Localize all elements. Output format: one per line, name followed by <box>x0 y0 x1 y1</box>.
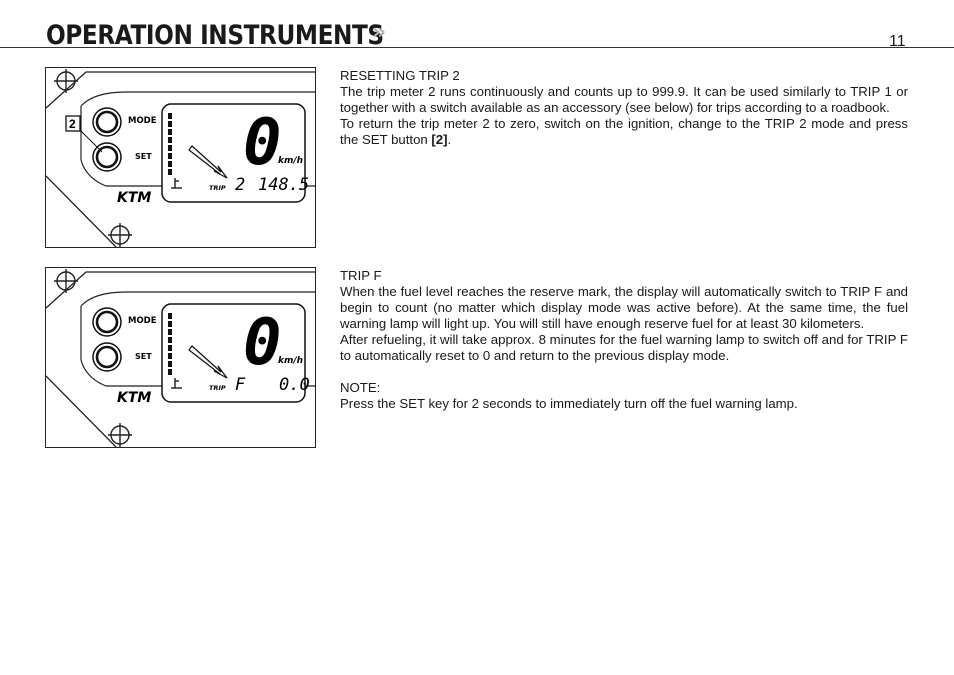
screw-icon <box>54 269 78 293</box>
paragraph: After refueling, it will take approx. 8 … <box>340 332 908 363</box>
housing-outline-top <box>46 271 315 309</box>
section-trip-f: TRIP F When the fuel level reaches the r… <box>340 268 908 412</box>
trip-value: 0.0 <box>279 375 310 395</box>
panel-edge <box>80 291 315 307</box>
speed-readout: 0 <box>243 106 282 180</box>
figure-trip2-display: MODE SET 2 0 km/h TRIP 2 148.5 KTM <box>45 67 316 248</box>
figure-reference: [2] <box>431 132 448 147</box>
lcd-frame <box>161 303 306 403</box>
instrument-cluster-illustration: MODE SET 2 0 km/h TRIP 2 148.5 KTM <box>46 69 315 247</box>
temperature-icon <box>171 378 182 389</box>
screw-icon <box>54 69 78 93</box>
callout-box <box>65 115 81 132</box>
screw-icon <box>108 223 132 247</box>
speed-readout: 0 <box>243 306 282 380</box>
housing-outline-bottom <box>46 175 117 247</box>
set-button-icon <box>92 142 122 172</box>
ktm-logo: KTM <box>117 190 151 206</box>
trip-mode: F <box>235 375 246 395</box>
arrow-pointer-icon <box>188 145 228 179</box>
chevron-right-icon: » <box>372 20 387 45</box>
ktm-logo: KTM <box>117 390 151 406</box>
spacer <box>340 364 908 380</box>
mode-label: MODE <box>128 116 157 126</box>
note-text: Press the SET key for 2 seconds to immed… <box>340 396 798 411</box>
housing-outline-bottom <box>46 375 117 447</box>
trip-value: 148.5 <box>258 175 309 195</box>
note-label: NOTE: <box>340 380 381 395</box>
panel-edge-lower <box>80 106 315 187</box>
paragraph-text: To return the trip meter 2 to zero, swit… <box>340 116 908 147</box>
trip-label: TRIP <box>209 384 226 392</box>
header-divider <box>0 47 954 48</box>
paragraph-end: . <box>447 132 452 147</box>
figure-tripf-display: MODE SET 0 km/h TRIP F 0.0 KTM <box>45 267 316 448</box>
arrow-pointer-icon <box>188 345 228 379</box>
panel-edge <box>80 91 315 107</box>
speed-unit: km/h <box>278 156 303 166</box>
trip-label: TRIP <box>209 184 226 192</box>
section-heading: TRIP F <box>340 268 382 283</box>
fuel-level-bar <box>168 113 172 175</box>
panel-edge-lower <box>80 306 315 387</box>
lcd-frame <box>161 103 306 203</box>
mode-button-icon <box>92 307 122 337</box>
callout-number: 2 <box>69 117 76 131</box>
mode-button-icon <box>92 107 122 137</box>
fuel-level-bar <box>168 313 172 375</box>
speed-unit: km/h <box>278 356 303 366</box>
set-label: SET <box>135 352 152 361</box>
page-title: OPERATION INSTRUMENTS <box>46 20 384 51</box>
page-number: 11 <box>889 33 906 50</box>
paragraph: The trip meter 2 runs continuously and c… <box>340 84 908 115</box>
screw-icon <box>108 423 132 447</box>
trip-mode: 2 <box>235 175 245 195</box>
paragraph: To return the trip meter 2 to zero, swit… <box>340 116 908 148</box>
temperature-icon <box>171 178 182 189</box>
set-button-icon <box>92 342 122 372</box>
mode-label: MODE <box>128 316 157 326</box>
instrument-cluster-illustration: MODE SET 0 km/h TRIP F 0.0 KTM <box>46 269 315 447</box>
set-label: SET <box>135 152 152 161</box>
paragraph: When the fuel level reaches the reserve … <box>340 284 908 331</box>
callout-leader <box>79 129 103 153</box>
housing-outline-top <box>46 71 315 109</box>
section-resetting-trip2: RESETTING TRIP 2 The trip meter 2 runs c… <box>340 68 908 148</box>
section-heading: RESETTING TRIP 2 <box>340 68 460 83</box>
